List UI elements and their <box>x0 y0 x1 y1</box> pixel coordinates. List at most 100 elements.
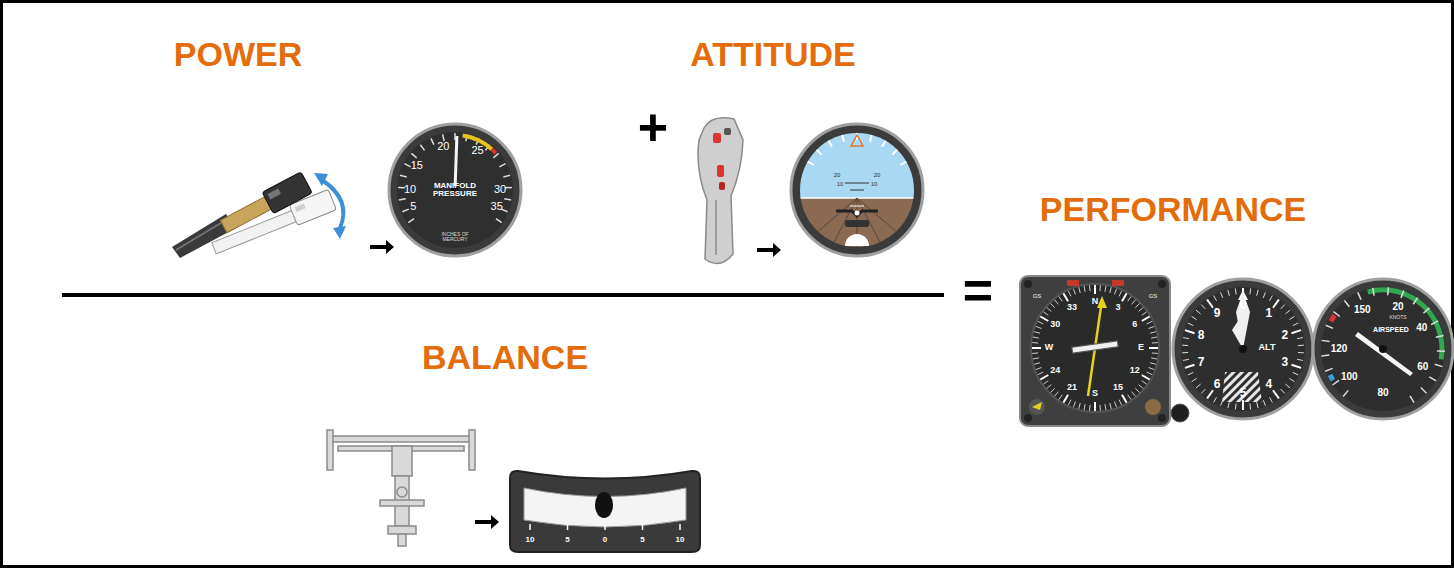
airspeed-indicator-part-part <box>1413 298 1417 305</box>
altitude-digit: 6 <box>1214 378 1221 391</box>
flag-label: GS <box>1149 293 1158 299</box>
slip-scale-number: 10 <box>676 536 685 544</box>
control-stick-part <box>698 118 743 264</box>
plus-sign: + <box>638 100 668 155</box>
horizontal-situation-indicator-part-part <box>1050 303 1054 307</box>
altimeter-part-part <box>1249 288 1251 294</box>
manifold-pressure-gauge-part-part <box>377 112 532 267</box>
airspeed-indicator-part-part <box>1410 396 1414 403</box>
horizontal-situation-indicator-part <box>1024 280 1032 288</box>
arrow-symbol-part <box>757 243 781 257</box>
attitude-indicator-part <box>851 135 863 146</box>
altimeter-part-part <box>1257 402 1258 408</box>
altimeter-part-part <box>1293 323 1298 326</box>
manifold-pressure-gauge-part-part <box>499 164 505 167</box>
horizontal-situation-indicator-part-part <box>1151 337 1157 338</box>
section-heading: PERFORMANCE <box>1040 192 1306 228</box>
altimeter-part-part <box>1285 384 1290 388</box>
horizontal-situation-indicator-part-part <box>1038 372 1043 375</box>
altimeter-part-part <box>1297 338 1303 339</box>
rudder-pedals-part <box>392 446 412 476</box>
horizontal-situation-indicator-part-part <box>1055 300 1059 305</box>
altimeter-part-part <box>1188 323 1193 326</box>
altimeter-part <box>1173 279 1313 419</box>
airspeed-indicator-part-part <box>1423 308 1429 313</box>
horizontal-situation-indicator-part-part <box>1059 296 1062 301</box>
horizontal-situation-indicator <box>1020 276 1170 426</box>
horizontal-situation-indicator-part-part <box>1089 285 1091 291</box>
horizontal-situation-indicator-part-part <box>1114 402 1116 408</box>
speed-number: 60 <box>1417 362 1428 373</box>
gauge-number: 20 <box>437 141 449 153</box>
airspeed-indicator-part-part <box>1373 288 1374 296</box>
horizontal-situation-indicator-part-part <box>1139 308 1144 312</box>
horizontal-situation-indicator-part-part <box>1034 363 1040 365</box>
horizontal-situation-indicator-part <box>1032 285 1158 411</box>
attitude-indicator-part-part <box>790 197 930 199</box>
altimeter-part-part <box>1289 378 1294 381</box>
horizontal-situation-indicator-part-part <box>1079 287 1081 293</box>
horizontal-situation-indicator-part-part <box>1036 367 1042 369</box>
control-stick-part <box>713 133 721 143</box>
compass-heading: S <box>1092 389 1098 398</box>
rudder-pedals-part <box>330 436 472 442</box>
horizontal-situation-indicator-part-part <box>1152 352 1158 354</box>
horizontal-situation-indicator-part-part <box>1040 375 1048 380</box>
horizontal-situation-indicator-part-part <box>1122 293 1127 301</box>
altimeter-part <box>1239 345 1247 353</box>
gauge-unit: INCHES OF MERCURY <box>435 232 475 243</box>
airspeed-indicator-part-part <box>1421 388 1427 394</box>
airspeed-indicator-part-part <box>1437 350 1445 352</box>
altimeter-part-part <box>1297 359 1303 360</box>
attitude-indicator-part-part <box>882 141 886 147</box>
altimeter-part-part <box>1183 359 1189 360</box>
altimeter-part <box>1222 372 1262 402</box>
horizontal-situation-indicator-part-part <box>1099 285 1101 291</box>
horizontal-situation-indicator-part-part <box>1034 332 1040 334</box>
altimeter-part-part <box>1214 397 1217 402</box>
horizontal-situation-indicator-part-part <box>1094 285 1096 294</box>
manifold-pressure-gauge-part <box>377 112 532 267</box>
altitude-digit: 9 <box>1214 307 1221 320</box>
airspeed-indicator <box>1302 268 1454 431</box>
slip-indicator-part-part <box>567 524 569 530</box>
control-stick-part <box>717 165 724 177</box>
altimeter-part-part <box>1292 330 1302 333</box>
horizontal-situation-indicator-part <box>1020 276 1170 426</box>
horizontal-situation-indicator-part <box>1072 341 1118 353</box>
fraction-line <box>62 295 944 296</box>
slip-scale-number: 0 <box>603 536 607 544</box>
horizontal-situation-indicator-part-part <box>1150 332 1156 334</box>
attitude-indicator-part-part <box>850 206 864 207</box>
airspeed-indicator-part-part <box>1435 364 1443 366</box>
horizontal-situation-indicator-part-part <box>1032 347 1041 349</box>
manifold-pressure-gauge-part-part <box>503 175 510 177</box>
horizontal-situation-indicator-part-part <box>1132 392 1136 397</box>
altimeter-part-part <box>1292 365 1302 368</box>
attitude-indicator-part-part <box>845 183 869 184</box>
altimeter-part-part <box>1191 316 1196 319</box>
attitude-indicator <box>790 120 930 258</box>
horizontal-situation-indicator-part-part <box>1033 337 1039 338</box>
slip-scale-number: 5 <box>640 536 644 544</box>
control-stick-part <box>715 200 717 255</box>
compass-heading: 24 <box>1050 366 1060 375</box>
gauge-number: 5 <box>410 201 416 213</box>
altimeter-part <box>1181 287 1305 411</box>
control-stick-part <box>719 182 725 190</box>
altimeter-part-part <box>1185 330 1195 333</box>
altitude-digit: 4 <box>1266 378 1273 391</box>
flag-label: GS <box>1033 293 1042 299</box>
section-heading: BALANCE <box>422 340 588 376</box>
altimeter-part-part <box>1207 390 1213 398</box>
horizontal-situation-indicator-part-part <box>1099 405 1101 411</box>
horizontal-situation-indicator-part-part <box>1032 342 1038 344</box>
altimeter-part-part <box>1281 305 1285 309</box>
attitude-indicator-part <box>855 211 860 216</box>
airspeed-indicator-part-part <box>1429 377 1436 381</box>
horizontal-situation-indicator-part-part <box>1149 367 1155 369</box>
horizontal-situation-indicator-part-part <box>1110 287 1112 293</box>
altimeter-part-part <box>1228 290 1229 296</box>
altimeter-part-part <box>1221 292 1223 298</box>
